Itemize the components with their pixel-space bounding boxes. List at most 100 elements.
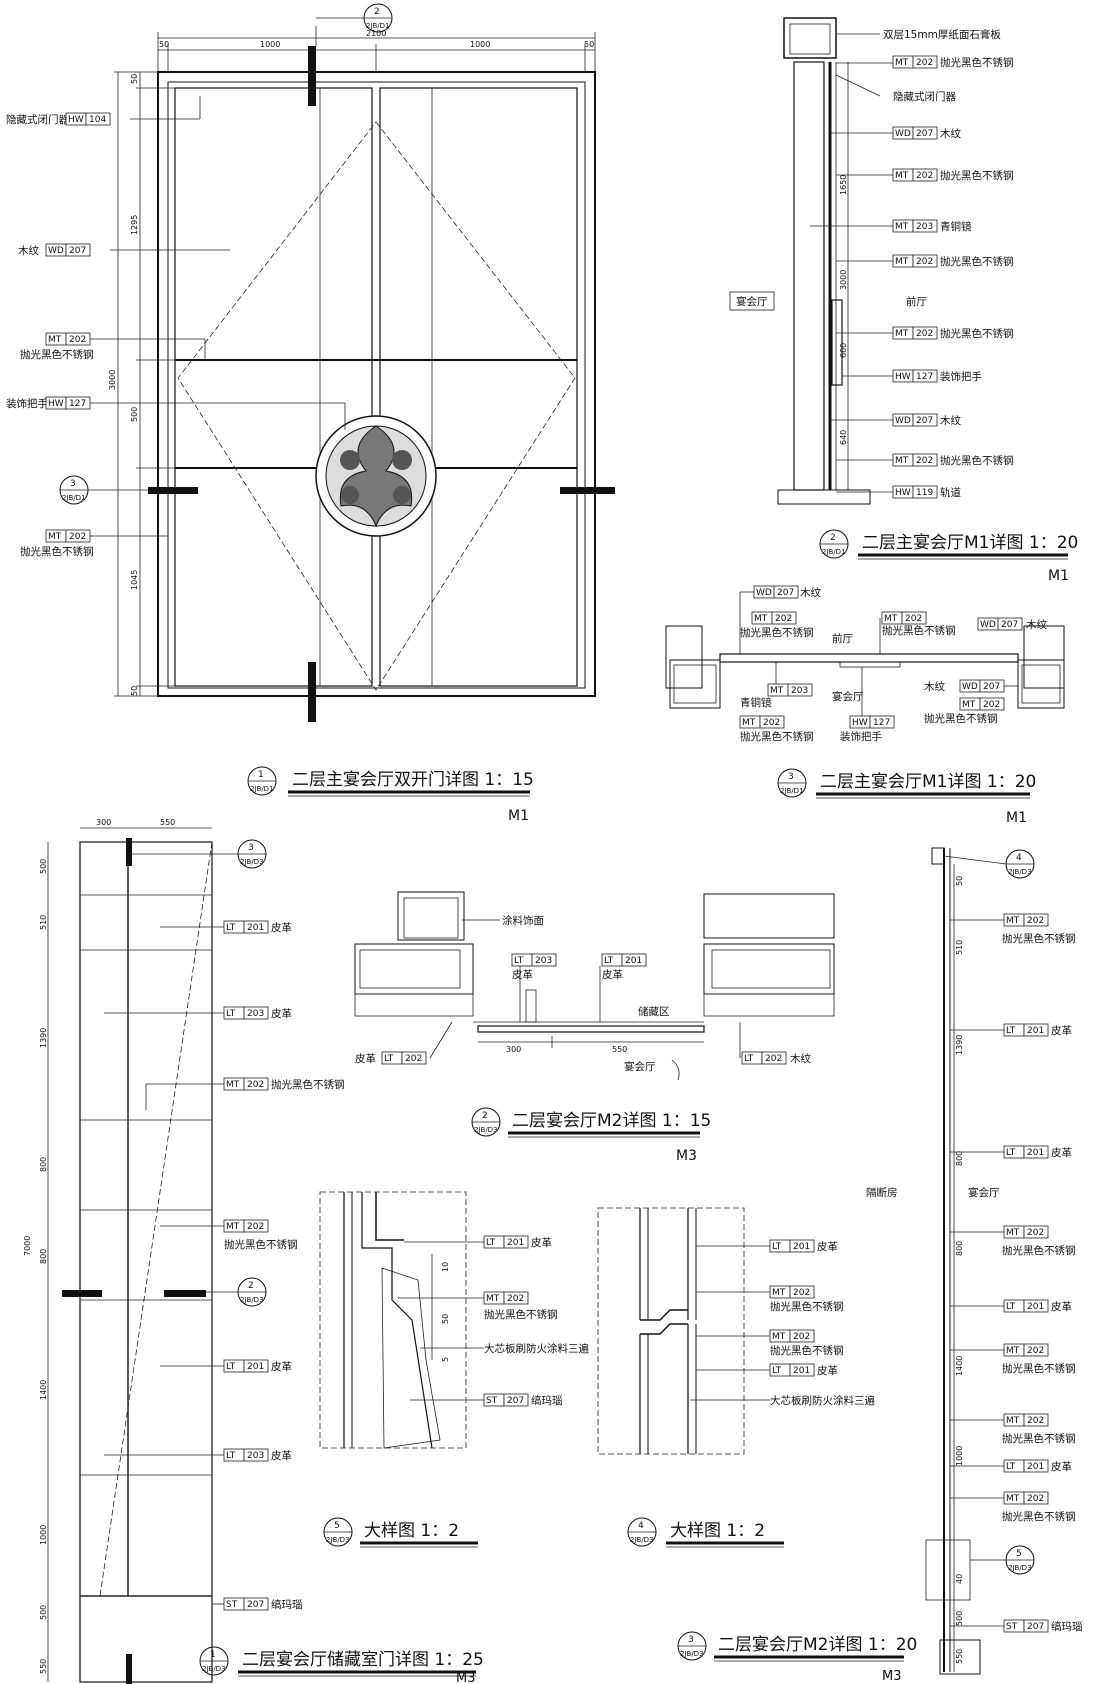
svg-text:1390: 1390 — [955, 1035, 964, 1055]
view3-title: 二层主宴会厅M1详图 1：20 — [820, 772, 1036, 792]
svg-text:抛光黑色不锈钢: 抛光黑色不锈钢 — [940, 56, 1014, 69]
svg-text:201: 201 — [1027, 1148, 1044, 1158]
view2-code: M1 — [1048, 568, 1069, 584]
svg-text:皮革: 皮革 — [1051, 1460, 1072, 1473]
svg-text:MT: MT — [962, 700, 976, 710]
svg-text:WD: WD — [895, 129, 911, 139]
svg-text:宴会厅: 宴会厅 — [624, 1060, 656, 1073]
svg-text:LT: LT — [384, 1054, 394, 1064]
svg-text:HW: HW — [48, 399, 64, 409]
svg-text:3: 3 — [248, 843, 254, 853]
svg-text:MT: MT — [895, 58, 909, 68]
svg-text:装饰把手: 装饰把手 — [940, 370, 982, 383]
svg-text:640: 640 — [839, 430, 848, 445]
svg-text:202: 202 — [765, 1054, 782, 1064]
top-dimensions: 50 1000 1000 50 2100 — [157, 29, 596, 72]
svg-text:500: 500 — [955, 1611, 964, 1626]
left-dimensions: 3000 1295 500 1045 50 50 — [108, 71, 175, 697]
svg-text:宴会厅: 宴会厅 — [968, 1186, 1000, 1199]
svg-text:皮革: 皮革 — [1051, 1024, 1072, 1037]
svg-text:202: 202 — [507, 1294, 524, 1304]
svg-text:510: 510 — [955, 940, 964, 955]
svg-text:皮革: 皮革 — [1051, 1300, 1072, 1313]
svg-text:202: 202 — [1027, 916, 1044, 926]
svg-text:202: 202 — [793, 1332, 810, 1342]
svg-text:抛光黑色不锈钢: 抛光黑色不锈钢 — [740, 730, 814, 743]
svg-text:MT: MT — [895, 222, 909, 232]
dim-50-top: 50 — [130, 74, 139, 84]
svg-text:缟玛瑙: 缟玛瑙 — [531, 1394, 563, 1407]
m2-door-leaf-plan — [477, 1025, 705, 1033]
svg-text:LT: LT — [744, 1054, 754, 1064]
svg-text:207: 207 — [916, 129, 933, 139]
view-double-door-elevation: 50 1000 1000 50 2100 3000 1295 500 1045 … — [6, 3, 615, 824]
svg-text:127: 127 — [69, 399, 86, 409]
svg-text:木纹: 木纹 — [940, 127, 961, 140]
door-section-body — [793, 61, 825, 491]
svg-text:202: 202 — [905, 614, 922, 624]
svg-text:皮革: 皮革 — [271, 1360, 292, 1373]
svg-text:隔断房: 隔断房 — [866, 1186, 898, 1199]
svg-text:MT: MT — [48, 335, 62, 345]
svg-text:LT: LT — [1006, 1026, 1016, 1036]
svg-text:MT: MT — [1006, 1228, 1020, 1238]
svg-text:MT: MT — [772, 1332, 786, 1342]
svg-text:1400: 1400 — [39, 1380, 48, 1400]
svg-text:2JB/D1: 2JB/D1 — [366, 22, 390, 30]
svg-text:青铜镜: 青铜镜 — [740, 696, 772, 709]
svg-text:7000: 7000 — [23, 1236, 32, 1256]
svg-text:5: 5 — [441, 1357, 450, 1362]
svg-text:1390: 1390 — [39, 1028, 48, 1048]
svg-text:550: 550 — [612, 1045, 627, 1054]
svg-text:3: 3 — [70, 479, 76, 489]
svg-text:缟玛瑙: 缟玛瑙 — [1051, 1620, 1083, 1633]
svg-text:1: 1 — [210, 1650, 216, 1660]
svg-text:MT: MT — [1006, 1416, 1020, 1426]
dim-50-right: 50 — [584, 40, 594, 49]
svg-text:202: 202 — [916, 257, 933, 267]
svg-text:207: 207 — [916, 416, 933, 426]
svg-text:LT: LT — [1006, 1148, 1016, 1158]
svg-text:MT: MT — [895, 329, 909, 339]
svg-text:5: 5 — [334, 1521, 340, 1531]
svg-text:HW: HW — [895, 488, 911, 498]
svg-text:缟玛瑙: 缟玛瑙 — [271, 1598, 303, 1611]
v8-dims: 50 510 1390 800 800 1400 1000 40 500 550 — [953, 864, 964, 1672]
svg-text:550: 550 — [955, 1649, 964, 1664]
svg-text:抛光黑色不锈钢: 抛光黑色不锈钢 — [770, 1300, 844, 1313]
dim-50-bottom: 50 — [130, 686, 139, 696]
svg-text:隐藏式闭门器: 隐藏式闭门器 — [893, 90, 956, 103]
svg-text:抛光黑色不锈钢: 抛光黑色不锈钢 — [770, 1344, 844, 1357]
svg-text:201: 201 — [247, 1362, 264, 1372]
svg-text:510: 510 — [39, 915, 48, 930]
svg-text:LT: LT — [486, 1238, 496, 1248]
svg-text:轨道: 轨道 — [940, 486, 961, 499]
door-frame-inner — [167, 81, 586, 689]
svg-text:木纹: 木纹 — [924, 680, 945, 693]
svg-text:202: 202 — [1027, 1416, 1044, 1426]
svg-text:2JB/D3: 2JB/D3 — [1008, 1564, 1032, 1572]
svg-text:2JB/D3: 2JB/D3 — [1008, 868, 1032, 876]
view7-title: 大样图 1：2 — [670, 1521, 765, 1541]
svg-text:300: 300 — [96, 818, 111, 827]
label-black-ss-v1a: 抛光黑色不锈钢 — [20, 348, 94, 361]
svg-text:3000: 3000 — [839, 270, 848, 290]
svg-text:202: 202 — [763, 718, 780, 728]
dim-50-left: 50 — [159, 40, 169, 49]
svg-text:MT: MT — [1006, 1494, 1020, 1504]
svg-text:HW: HW — [895, 372, 911, 382]
svg-text:抛光黑色不锈钢: 抛光黑色不锈钢 — [924, 712, 998, 725]
svg-text:皮革: 皮革 — [817, 1364, 838, 1377]
svg-text:207: 207 — [247, 1600, 264, 1610]
svg-text:500: 500 — [39, 1605, 48, 1620]
svg-text:抛光黑色不锈钢: 抛光黑色不锈钢 — [1002, 1362, 1076, 1375]
svg-text:1000: 1000 — [39, 1525, 48, 1545]
